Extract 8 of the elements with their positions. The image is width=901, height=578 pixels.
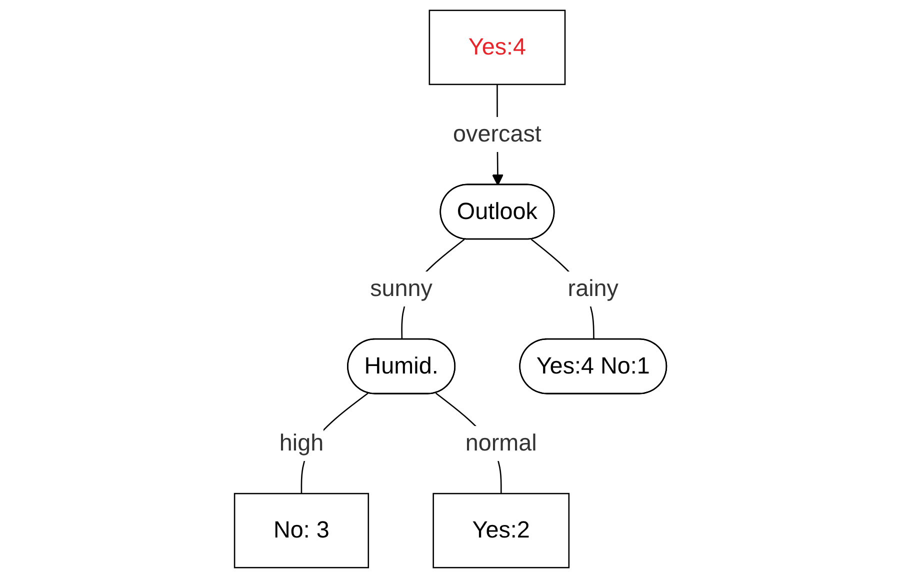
edge-label: overcast bbox=[453, 120, 542, 147]
edge-label: high bbox=[279, 430, 324, 456]
edge-label: normal bbox=[465, 430, 537, 456]
edge-label: rainy bbox=[568, 275, 618, 302]
edge-label: sunny bbox=[370, 275, 432, 302]
node-box: No: 3 bbox=[234, 492, 370, 568]
node-box: Yes:4 bbox=[428, 10, 566, 86]
node-box: Yes:2 bbox=[432, 492, 570, 568]
